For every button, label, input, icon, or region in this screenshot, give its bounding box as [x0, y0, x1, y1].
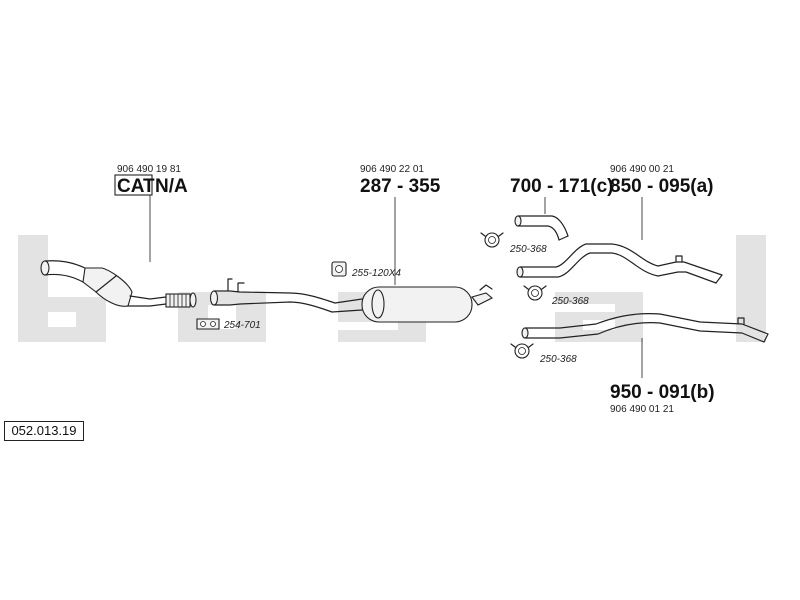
bosal-watermark: [18, 235, 766, 342]
tail-pipe-a[interactable]: [516, 243, 723, 284]
silencer-bosal-number: 287 - 355: [360, 176, 441, 197]
tail-pipe-b-oe-number: 906 490 01 21: [610, 404, 674, 415]
pipe-c-top: [517, 215, 569, 237]
silencer-outlet: [471, 292, 493, 306]
tail-pipe-a-bosal-number: 850 - 095(a): [610, 176, 714, 197]
tail-pipe-a-flange: [516, 266, 524, 278]
catalyst-oe-number: 906 490 19 81: [117, 164, 181, 175]
rear-hanger: [479, 284, 493, 291]
tail-pipe-b-bosal-number: 950 - 091(b): [610, 382, 715, 403]
inlet-pipe-top: [44, 260, 86, 269]
pipe-c-bosal-number: 700 - 171(c): [510, 176, 614, 197]
front-hanger: [227, 278, 245, 293]
front-flange: [209, 290, 219, 306]
middle-silencer-assembly[interactable]: [209, 278, 493, 323]
tail-pipe-b-bottom: [524, 322, 765, 343]
tail-pipe-a-top: [519, 243, 723, 276]
inlet-flange: [40, 260, 50, 276]
clamp-2-part-number: 250-368: [551, 296, 589, 307]
rubber-mount-icon[interactable]: [331, 261, 347, 277]
silencer-inlet-bottom: [213, 301, 363, 313]
catalyst-bosal-number: N/A: [155, 176, 188, 197]
gasket-part-number: 254-701: [223, 320, 261, 331]
pipe-c-flange: [514, 215, 522, 227]
catalyst-assembly[interactable]: [40, 260, 197, 308]
catalyst-seam: [95, 275, 117, 293]
cat-label-box: [114, 174, 153, 196]
tail-pipe-b-end: [763, 333, 769, 343]
tail-pipe-b-flange: [521, 327, 529, 339]
clamp-icon[interactable]: [510, 343, 534, 359]
clamp-3-part-number: 250-368: [539, 354, 577, 365]
gasket-icon[interactable]: [196, 318, 220, 330]
clamp-icon[interactable]: [480, 232, 504, 248]
pipe-c-end: [558, 235, 569, 241]
catalyst-outlet-bottom: [126, 303, 167, 307]
tail-pipe-a-hanger: [675, 255, 683, 263]
silencer-body: [361, 286, 473, 323]
tail-pipe-a-end: [715, 274, 723, 284]
clamp-icon[interactable]: [523, 285, 547, 301]
catalyst-end-flange: [189, 292, 197, 308]
reference-number: 052.013.19: [4, 421, 84, 441]
pipe-c[interactable]: [514, 215, 569, 241]
silencer-inlet-top: [213, 290, 363, 304]
pipe-c-bottom: [517, 225, 560, 241]
tail-pipe-b[interactable]: [521, 313, 769, 343]
tail-pipe-b-hanger: [737, 317, 745, 325]
silencer-oe-number: 906 490 22 01: [360, 164, 424, 175]
tail-pipe-b-top: [524, 313, 769, 335]
silencer-end-cap: [371, 289, 385, 319]
clamp-1-part-number: 250-368: [509, 244, 547, 255]
catalyst-outlet-top: [129, 295, 167, 300]
inlet-pipe-bottom: [44, 273, 84, 283]
tail-pipe-a-oe-number: 906 490 00 21: [610, 164, 674, 175]
catalyst-cat-label: CAT: [117, 176, 155, 197]
rubber-mount-part-number: 255-120X4: [351, 268, 401, 279]
tail-pipe-a-bottom: [519, 252, 717, 284]
